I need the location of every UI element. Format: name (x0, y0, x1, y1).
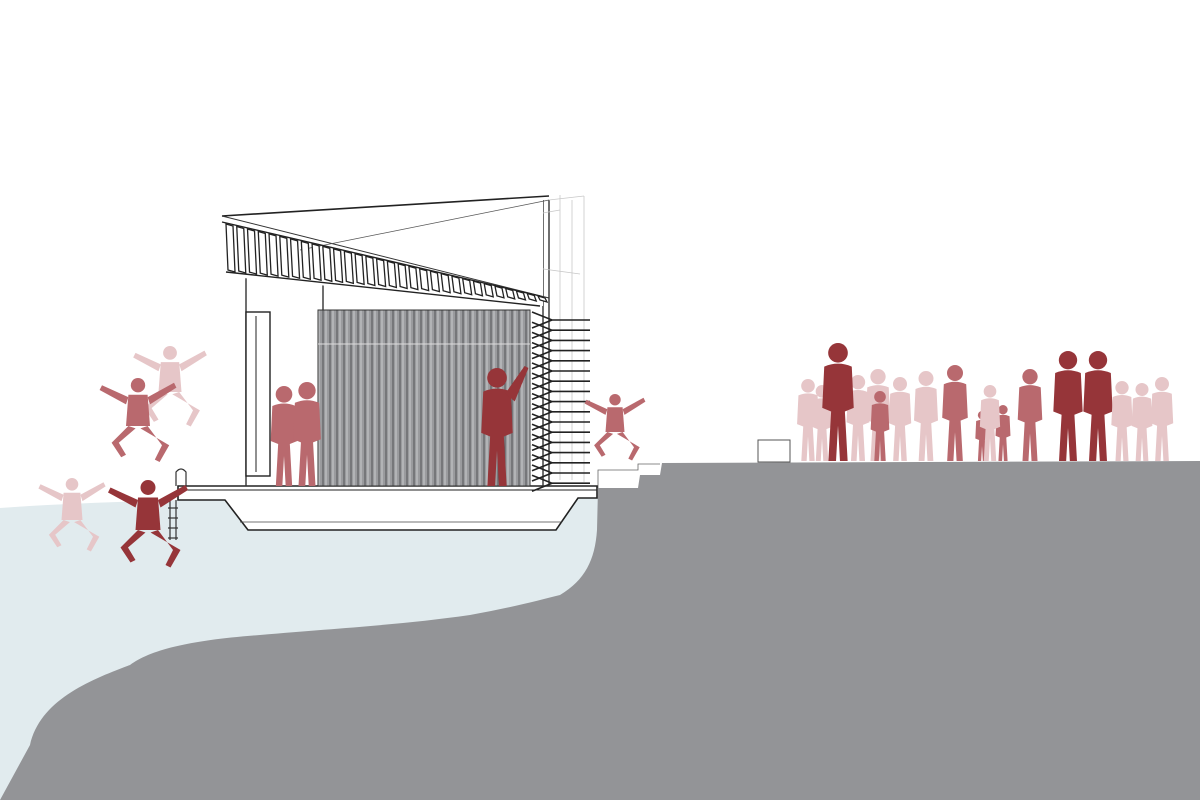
people-silhouettes (38, 343, 1174, 568)
quay-kerb (757, 439, 791, 463)
louvre-blade (531, 321, 590, 331)
louvre-blade (531, 403, 590, 413)
louvre-blade-back (531, 421, 553, 431)
roof-slat (440, 272, 451, 294)
roof-slat (332, 247, 344, 284)
louvre-blade-back (531, 319, 553, 329)
roof-slat (279, 235, 290, 279)
crowd-person (888, 377, 912, 461)
person-reaching (481, 366, 529, 486)
roof-slat (246, 228, 258, 275)
roof-slat (289, 238, 301, 280)
person-on-pontoon (293, 382, 321, 486)
roof-slat (494, 285, 505, 299)
louvre-blade-back (531, 411, 553, 421)
louvre-blade-back (531, 329, 553, 339)
roof (221, 195, 550, 307)
waving-person (584, 394, 646, 461)
swim-ladder (168, 468, 187, 540)
ground-section (0, 461, 1200, 800)
louvre-blade-back (531, 390, 553, 401)
crowd-person (1017, 369, 1043, 461)
louvre-blade-back (531, 349, 553, 360)
person-on-pontoon (270, 386, 298, 486)
louvre-blade-back (531, 482, 553, 492)
roof-slat (311, 242, 322, 282)
louvre-blade-back (531, 431, 553, 441)
louvre-blade (531, 433, 590, 444)
roof-slat (322, 245, 333, 283)
roof-slat (451, 275, 462, 295)
louvre-blade (531, 443, 590, 454)
roof-slat (225, 223, 236, 273)
roof-slat (472, 280, 484, 297)
roof-slat (461, 277, 473, 296)
crowd-person (914, 371, 938, 461)
louvre-blade (531, 341, 590, 352)
louvre-blade (531, 362, 590, 372)
roof-slats (225, 223, 549, 304)
louvre-blade (531, 311, 590, 321)
louvre-blade-back (531, 380, 553, 390)
roof-slat (483, 282, 495, 298)
louvre-blade-back (531, 339, 553, 350)
roof-slat (504, 287, 516, 300)
crowd-person (1053, 351, 1083, 461)
louvre-blade-back (531, 451, 553, 462)
roof-slat (236, 225, 247, 274)
roof-slat (354, 252, 365, 286)
louvre-blade-back (531, 441, 553, 452)
louvre-blade-back (531, 472, 553, 482)
louvre-blade (531, 454, 590, 464)
louvre-blade (531, 474, 590, 484)
louvre-blade (531, 352, 590, 362)
crowd-person (1083, 351, 1113, 461)
jumping-person (133, 346, 207, 427)
jumping-person (99, 378, 177, 462)
roof-slat (397, 262, 408, 290)
crowd-person (822, 343, 854, 461)
roof-slat (365, 255, 376, 287)
roof-slat (536, 294, 549, 304)
louvre-blade-back (531, 400, 553, 411)
crowd-person (1131, 383, 1153, 461)
louvre-blade-back (531, 462, 553, 472)
roof-slat (408, 265, 419, 291)
roof-slat (526, 292, 538, 302)
louvre-blade (531, 382, 590, 393)
swimming-person (38, 478, 106, 552)
roof-slat (343, 250, 355, 285)
roof-slat (268, 233, 279, 278)
louvre-blade-back (531, 370, 553, 380)
louvre-blade (531, 392, 590, 403)
roof-slat (515, 290, 527, 301)
louvre-blade (531, 413, 590, 423)
louvre-stack (531, 311, 590, 492)
crowd-person (942, 365, 968, 461)
roof-slat (386, 260, 398, 289)
roof-slat (257, 230, 268, 276)
roof-slat (300, 240, 312, 281)
crowd-person (1150, 377, 1174, 461)
louvre-blade (531, 464, 590, 474)
roof-slat (418, 267, 430, 292)
crowd-person (1111, 381, 1133, 461)
roof-slat (375, 257, 387, 288)
louvre-blade (531, 372, 590, 382)
crowd-person (870, 391, 890, 461)
crowd-person (979, 385, 1001, 461)
jumping-person (108, 480, 188, 568)
louvre-blade-back (531, 360, 553, 370)
louvre-blade (531, 423, 590, 433)
notice-board (245, 311, 271, 477)
roof-slat (429, 270, 441, 293)
louvre-blade (531, 331, 590, 342)
quay-steps (597, 463, 660, 488)
